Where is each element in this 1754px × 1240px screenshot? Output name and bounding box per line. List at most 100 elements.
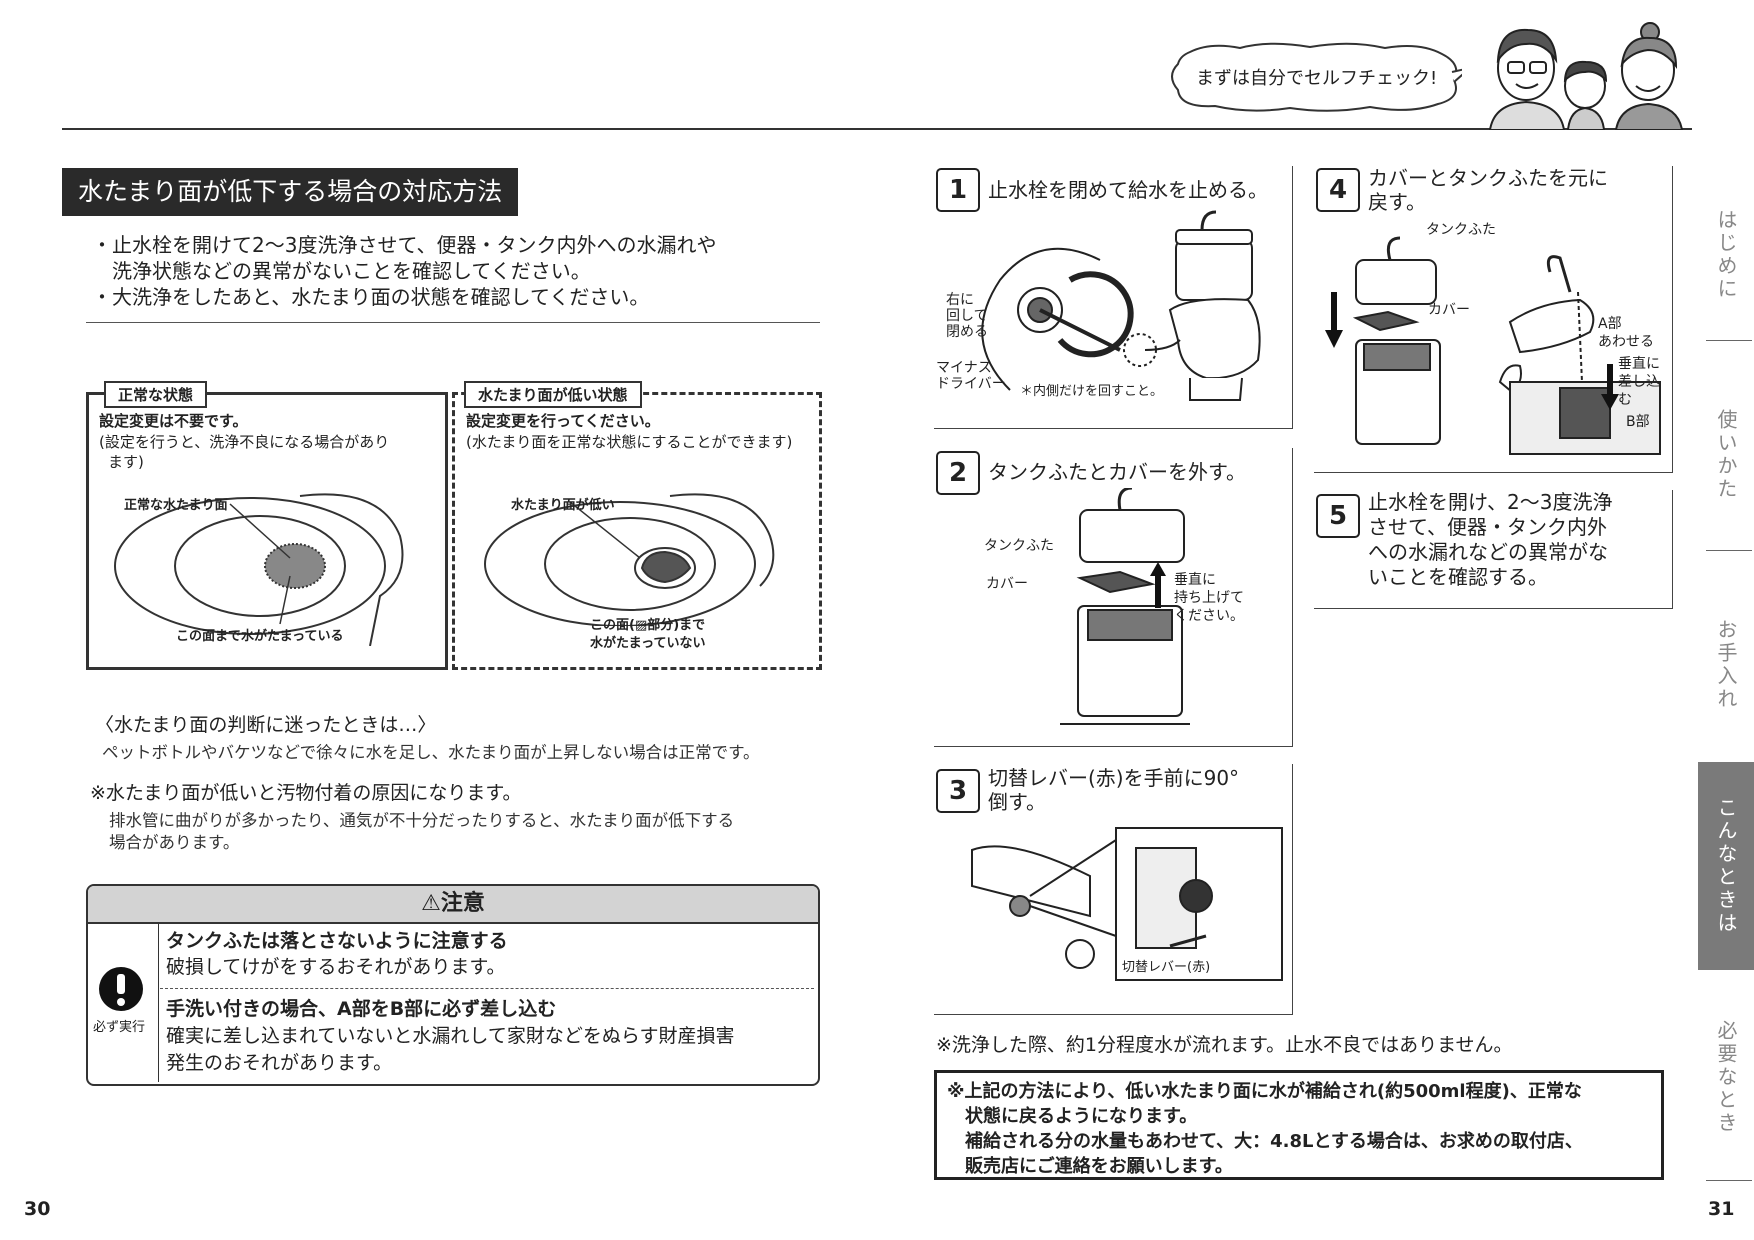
tab-troubleshooting[interactable]: こんなときは xyxy=(1698,762,1754,970)
step1-label-turn3: 閉める xyxy=(946,324,988,340)
step1-label-driver2: ドライバー xyxy=(936,376,1006,392)
caution-item2-text1: 確実に差し込まれていないと水漏れして家財などをぬらす財産損害 xyxy=(166,1025,735,1047)
low-bowl-illustration xyxy=(484,493,775,626)
intro-line: 洗浄状態などの異常がないことを確認してください。 xyxy=(92,259,591,283)
caution-item2-head: 手洗い付きの場合、A部をB部に必ず差し込む xyxy=(166,998,557,1020)
step4-illustration xyxy=(1325,236,1661,455)
step4-text2: 戻す。 xyxy=(1368,190,1426,214)
tab-introduction[interactable]: はじめに xyxy=(1714,209,1738,301)
note2-text2: 場合があります。 xyxy=(109,833,240,852)
low-caption-bottom1: この面(▨部分)まで xyxy=(590,618,706,633)
step2-panel xyxy=(934,448,1293,747)
step1-illustration xyxy=(981,210,1261,401)
step4-text1: カバーとタンクふたを元に xyxy=(1368,166,1608,190)
step1-number: 1 xyxy=(936,168,980,212)
bottom-note-line: 状態に戻るようになります。 xyxy=(947,1106,1198,1127)
step4-label-v2: 差し込 xyxy=(1618,374,1660,390)
caution-item1-text: 破損してけがをするおそれがあります。 xyxy=(166,956,506,978)
page-number-right: 31 xyxy=(1708,1198,1735,1220)
page-number-left: 30 xyxy=(24,1198,51,1220)
tab-divider xyxy=(1706,1180,1752,1181)
step3-panel xyxy=(934,764,1293,1015)
step2-label-lift1: 垂直に xyxy=(1174,572,1216,588)
step3-text2: 倒す。 xyxy=(988,790,1046,814)
bottom-note-line: 補給される分の水量もあわせて、大：4.8Lとする場合は、お求めの取付店、 xyxy=(947,1131,1583,1152)
step4-label-b: B部 xyxy=(1626,414,1650,430)
note1-heading: 〈水たまり面の判断に迷ったときは…〉 xyxy=(95,714,437,736)
header-rule xyxy=(62,128,1692,130)
step2-label-lift2: 持ち上げて xyxy=(1174,590,1244,606)
step2-number: 2 xyxy=(936,451,980,495)
normal-state-panel xyxy=(86,392,448,670)
tab-when-needed[interactable]: 必要なとき xyxy=(1714,1019,1738,1135)
intro-line: ・大洗浄をしたあと、水たまり面の状態を確認してください。 xyxy=(92,285,650,309)
caution-item2-text2: 発生のおそれがあります。 xyxy=(166,1052,393,1074)
step1-label-turn1: 右に xyxy=(946,292,974,308)
caution-box: ⚠注意 xyxy=(86,884,820,1086)
step2-label-lift3: ください。 xyxy=(1174,608,1244,624)
step2-label-cover: カバー xyxy=(986,576,1028,592)
normal-state-label: 正常な状態 xyxy=(104,381,208,408)
step5-text1: 止水栓を開け、2〜3度洗浄 xyxy=(1368,490,1613,514)
step5-panel xyxy=(1314,490,1673,609)
step1-label-turn2: 回して xyxy=(946,308,988,324)
step2-illustration xyxy=(1060,488,1190,725)
caution-title: ⚠注意 xyxy=(88,886,818,924)
step4-label-a2: あわせる xyxy=(1598,334,1654,350)
normal-bowl-illustration xyxy=(114,493,404,646)
note2-heading: ※水たまり面が低いと汚物付着の原因になります。 xyxy=(90,782,522,804)
step3-text1: 切替レバー(赤)を手前に90° xyxy=(988,766,1240,790)
tab-usage[interactable]: 使いかた xyxy=(1714,409,1738,501)
note2-text1: 排水管に曲がりが多かったり、通気が不十分だったりすると、水たまり面が低下する xyxy=(109,811,735,830)
normal-state-line2: (設定を行うと、洗浄不良になる場合があり xyxy=(99,433,390,451)
step4-label-a1: A部 xyxy=(1598,316,1622,332)
caution-item-divider xyxy=(160,988,814,989)
step4-label-v1: 垂直に xyxy=(1618,356,1660,372)
bottom-note-line: ※上記の方法により、低い水たまり面に水が補給され(約500ml程度)、正常な xyxy=(947,1081,1582,1102)
step1-text: 止水栓を閉めて給水を止める。 xyxy=(988,178,1268,202)
family-illustration xyxy=(1488,22,1684,130)
step1-label-driver1: マイナス xyxy=(936,360,992,376)
intro-text: ・止水栓を開けて2〜3度洗浄させて、便器・タンク内外への水漏れや 洗浄状態などの… xyxy=(92,232,812,310)
normal-state-line3: ます) xyxy=(108,453,144,471)
step1-panel xyxy=(934,166,1293,429)
step5-text2: させて、便器・タンク内外 xyxy=(1368,515,1607,539)
step3-illustration xyxy=(971,827,1283,981)
step3-label-lever: 切替レバー(赤) xyxy=(1122,960,1211,976)
intro-line: ・止水栓を開けて2〜3度洗浄させて、便器・タンク内外への水漏れや xyxy=(92,233,717,257)
step4-label-cover: カバー xyxy=(1428,302,1470,318)
normal-state-line1: 設定変更は不要です。 xyxy=(99,412,248,430)
step5-number: 5 xyxy=(1316,494,1360,538)
note1-text: ペットボトルやバケツなどで徐々に水を足し、水たまり面が上昇しない場合は正常です。 xyxy=(102,743,760,762)
normal-caption-bottom: この面まで水がたまっている xyxy=(176,629,344,644)
mandatory-label: 必ず実行 xyxy=(93,1020,146,1035)
bottom-note-line: 販売店にご連絡をお願いします。 xyxy=(947,1156,1233,1177)
footnote: ※洗浄した際、約1分程度水が流れます。止水不良ではありません。 xyxy=(936,1034,1513,1056)
step3-number: 3 xyxy=(936,769,980,813)
caution-divider xyxy=(158,922,159,1082)
low-caption-bottom2: 水がたまっていない xyxy=(590,636,706,651)
step4-label-lid: タンクふた xyxy=(1426,222,1496,238)
speech-bubble xyxy=(1171,42,1462,112)
mandatory-icon xyxy=(99,967,143,1011)
tab-divider xyxy=(1706,340,1752,341)
step4-panel xyxy=(1314,166,1673,473)
low-state-line1: 設定変更を行ってください。 xyxy=(466,412,660,430)
low-state-line2: (水たまり面を正常な状態にすることができます) xyxy=(466,433,793,451)
low-state-label: 水たまり面が低い状態 xyxy=(464,381,642,408)
tab-maintenance[interactable]: お手入れ xyxy=(1714,619,1738,711)
speech-bubble-text: まずは自分でセルフチェック! xyxy=(1196,68,1438,89)
step5-text4: いことを確認する。 xyxy=(1368,565,1548,589)
low-caption-top: 水たまり面が低い xyxy=(511,498,615,513)
step4-label-v3: む xyxy=(1618,392,1632,408)
step2-text: タンクふたとカバーを外す。 xyxy=(988,460,1246,484)
normal-caption-top: 正常な水たまり面 xyxy=(124,498,228,513)
tab-divider xyxy=(1706,550,1752,551)
step5-text3: への水漏れなどの異常がな xyxy=(1368,540,1608,564)
section-title: 水たまり面が低下する場合の対応方法 xyxy=(62,168,519,216)
step4-number: 4 xyxy=(1316,168,1360,212)
step1-label-note: ＊内側だけを回すこと。 xyxy=(1020,384,1164,399)
caution-item1-head: タンクふたは落とさないように注意する xyxy=(166,930,508,952)
intro-divider xyxy=(86,322,820,323)
chapter-tabs: はじめに 使いかた お手入れ こんなときは 必要なとき xyxy=(1698,150,1754,1210)
